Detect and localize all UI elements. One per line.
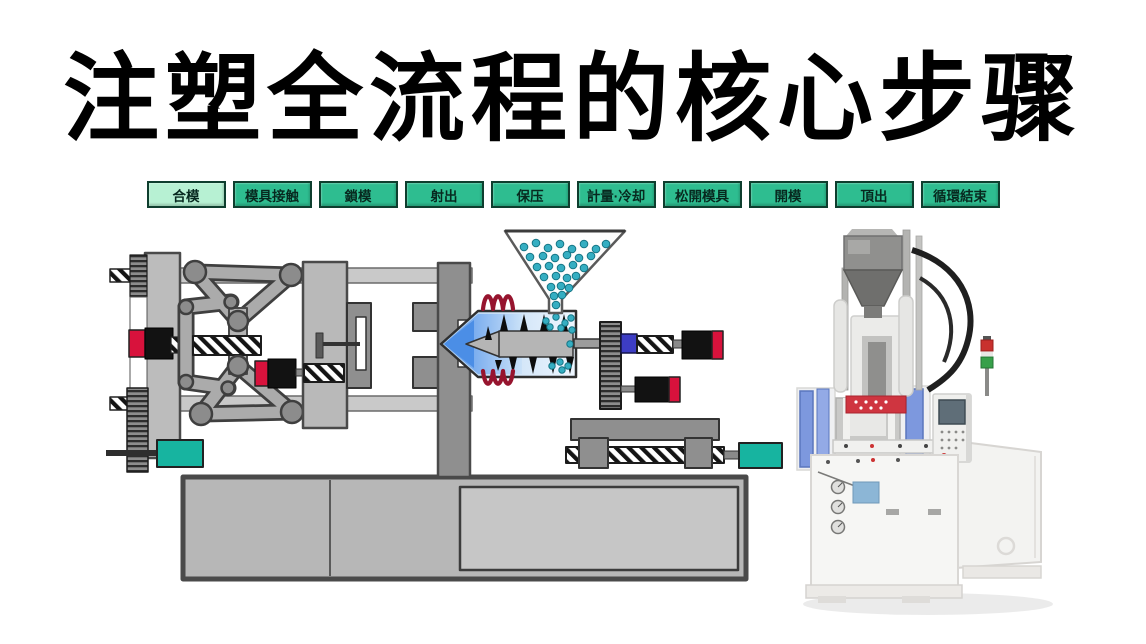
- photo-signal-light: [980, 336, 994, 396]
- hopper-icon: [503, 229, 627, 315]
- step-button[interactable]: 保压: [490, 181, 570, 208]
- pellets-in-hopper: [519, 238, 611, 310]
- step-button[interactable]: 射出: [404, 181, 484, 208]
- drive-gear: [599, 321, 622, 410]
- toggle-mechanism: [177, 259, 305, 427]
- step-button[interactable]: 計量·冷却: [576, 181, 656, 208]
- photo-main-cabinet: [805, 454, 963, 603]
- photo-upper-structure: [796, 229, 959, 475]
- photo-control-panel: [932, 393, 972, 463]
- photo-hopper: [842, 229, 904, 318]
- fixed-platen: [412, 261, 472, 479]
- machine-schematic: [106, 229, 783, 582]
- photo-blue-sticker: [852, 481, 880, 504]
- process-step-bar: 合模 模具接触 鎖模 射出 保压 計量·冷却 松開模具 開模 頂出 循環結束: [0, 181, 1146, 208]
- clamp-drive-screw: [192, 335, 262, 356]
- photo-gauges: [830, 479, 846, 535]
- step-button[interactable]: 循環結束: [920, 181, 1000, 208]
- injection-unit: [439, 229, 783, 469]
- mold-half-fixed: [412, 302, 439, 332]
- step-button[interactable]: 開模: [748, 181, 828, 208]
- photo-rear-cabinet: [954, 439, 1042, 579]
- pellets-in-barrel: [542, 313, 576, 374]
- screw-drive: [573, 321, 724, 410]
- rear-platen: [106, 251, 183, 473]
- heater-coil-icons: [480, 294, 516, 386]
- toggle-pins: [177, 259, 305, 427]
- step-button[interactable]: 合模: [146, 181, 226, 208]
- machine-base: [180, 474, 749, 582]
- page-title: 注塑全流程的核心步骤: [63, 46, 1083, 153]
- step-button[interactable]: 頂出: [834, 181, 914, 208]
- photo-crosshead: [845, 395, 907, 414]
- moving-platen: [301, 260, 372, 430]
- machine-photo: [796, 229, 1053, 615]
- ejector-actuator: [254, 358, 307, 389]
- photo-screen: [938, 399, 966, 425]
- step-button[interactable]: 鎖模: [318, 181, 398, 208]
- step-button[interactable]: 松開模具: [662, 181, 742, 208]
- step-button[interactable]: 模具接触: [232, 181, 312, 208]
- carriage-motor: [738, 442, 783, 469]
- photo-cable: [911, 247, 974, 393]
- screw-shaft: [498, 330, 574, 358]
- coupler: [620, 333, 638, 354]
- clamp-motor: [156, 439, 204, 468]
- carriage-lead-screw: [565, 418, 783, 469]
